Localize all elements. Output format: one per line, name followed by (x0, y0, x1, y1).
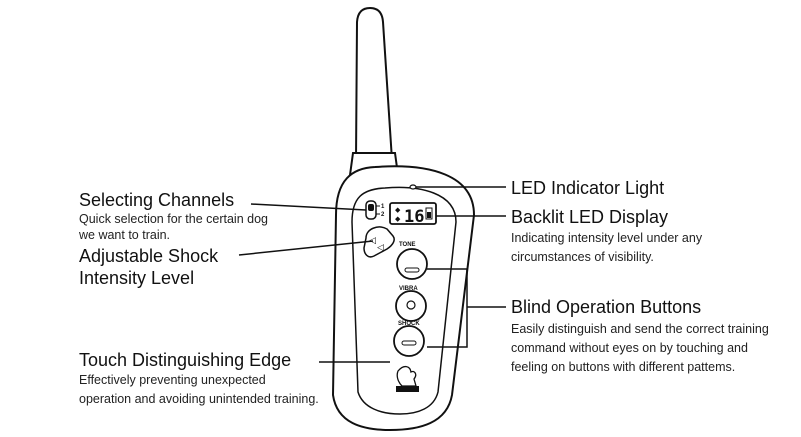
callout-touch-edge: Touch Distinguishing Edge Effectively pr… (79, 350, 319, 409)
backlit-led-display (389, 202, 437, 225)
intensity-down-icon[interactable]: ◁ (377, 243, 384, 253)
blind-buttons-desc: Easily distinguish and send the correct … (511, 322, 769, 374)
dog-logo-icon (396, 365, 417, 387)
battery-icon (425, 207, 433, 220)
intensity-buttons (363, 226, 395, 258)
channel-label-1: 1 (381, 204, 385, 210)
callout-adjustable-shock: Adjustable Shock Intensity Level (79, 245, 249, 289)
led-indicator-light (409, 184, 417, 190)
tone-button-label: TONE (399, 242, 416, 248)
tone-button[interactable] (396, 248, 428, 280)
dog-icon-2: ◆ (395, 215, 401, 223)
battery-fill (427, 212, 431, 218)
callout-selecting-channels: Selecting Channels Quick selection for t… (79, 190, 279, 243)
blind-buttons-title: Blind Operation Buttons (511, 297, 702, 317)
shock-button-label: SHOCK (398, 321, 420, 327)
touch-edge-desc: Effectively preventing unexpected operat… (79, 373, 319, 406)
callout-blind-buttons: Blind Operation Buttons Easily distingui… (511, 297, 781, 377)
brand-plate (396, 386, 419, 392)
shock-button-bar (401, 340, 417, 346)
leader-selecting-channels (250, 203, 367, 211)
adjustable-shock-title: Adjustable Shock Intensity Level (79, 246, 219, 288)
leader-adjustable-shock (238, 240, 374, 256)
backlit-display-title: Backlit LED Display (511, 207, 669, 227)
antenna (354, 6, 394, 161)
channel-switch-knob (368, 204, 374, 211)
callout-backlit-display: Backlit LED Display Indicating intensity… (511, 207, 771, 267)
touch-edge-title: Touch Distinguishing Edge (79, 350, 292, 370)
tone-button-bar (404, 267, 420, 273)
bracket-blind-buttons (427, 268, 468, 348)
callout-led-indicator: LED Indicator Light (511, 178, 664, 199)
channel-label-2: 2 (381, 212, 385, 218)
vibra-button-label: VIBRA (399, 286, 418, 292)
backlit-display-desc: Indicating intensity level under any cir… (511, 231, 703, 264)
led-indicator-title: LED Indicator Light (511, 178, 665, 198)
selecting-channels-desc: Quick selection for the certain dog we w… (79, 212, 268, 242)
dog-icon-1: ◆ (395, 206, 401, 214)
selecting-channels-title: Selecting Channels (79, 190, 235, 210)
display-value: 16 (404, 207, 424, 227)
vibra-button-dot (406, 300, 416, 310)
